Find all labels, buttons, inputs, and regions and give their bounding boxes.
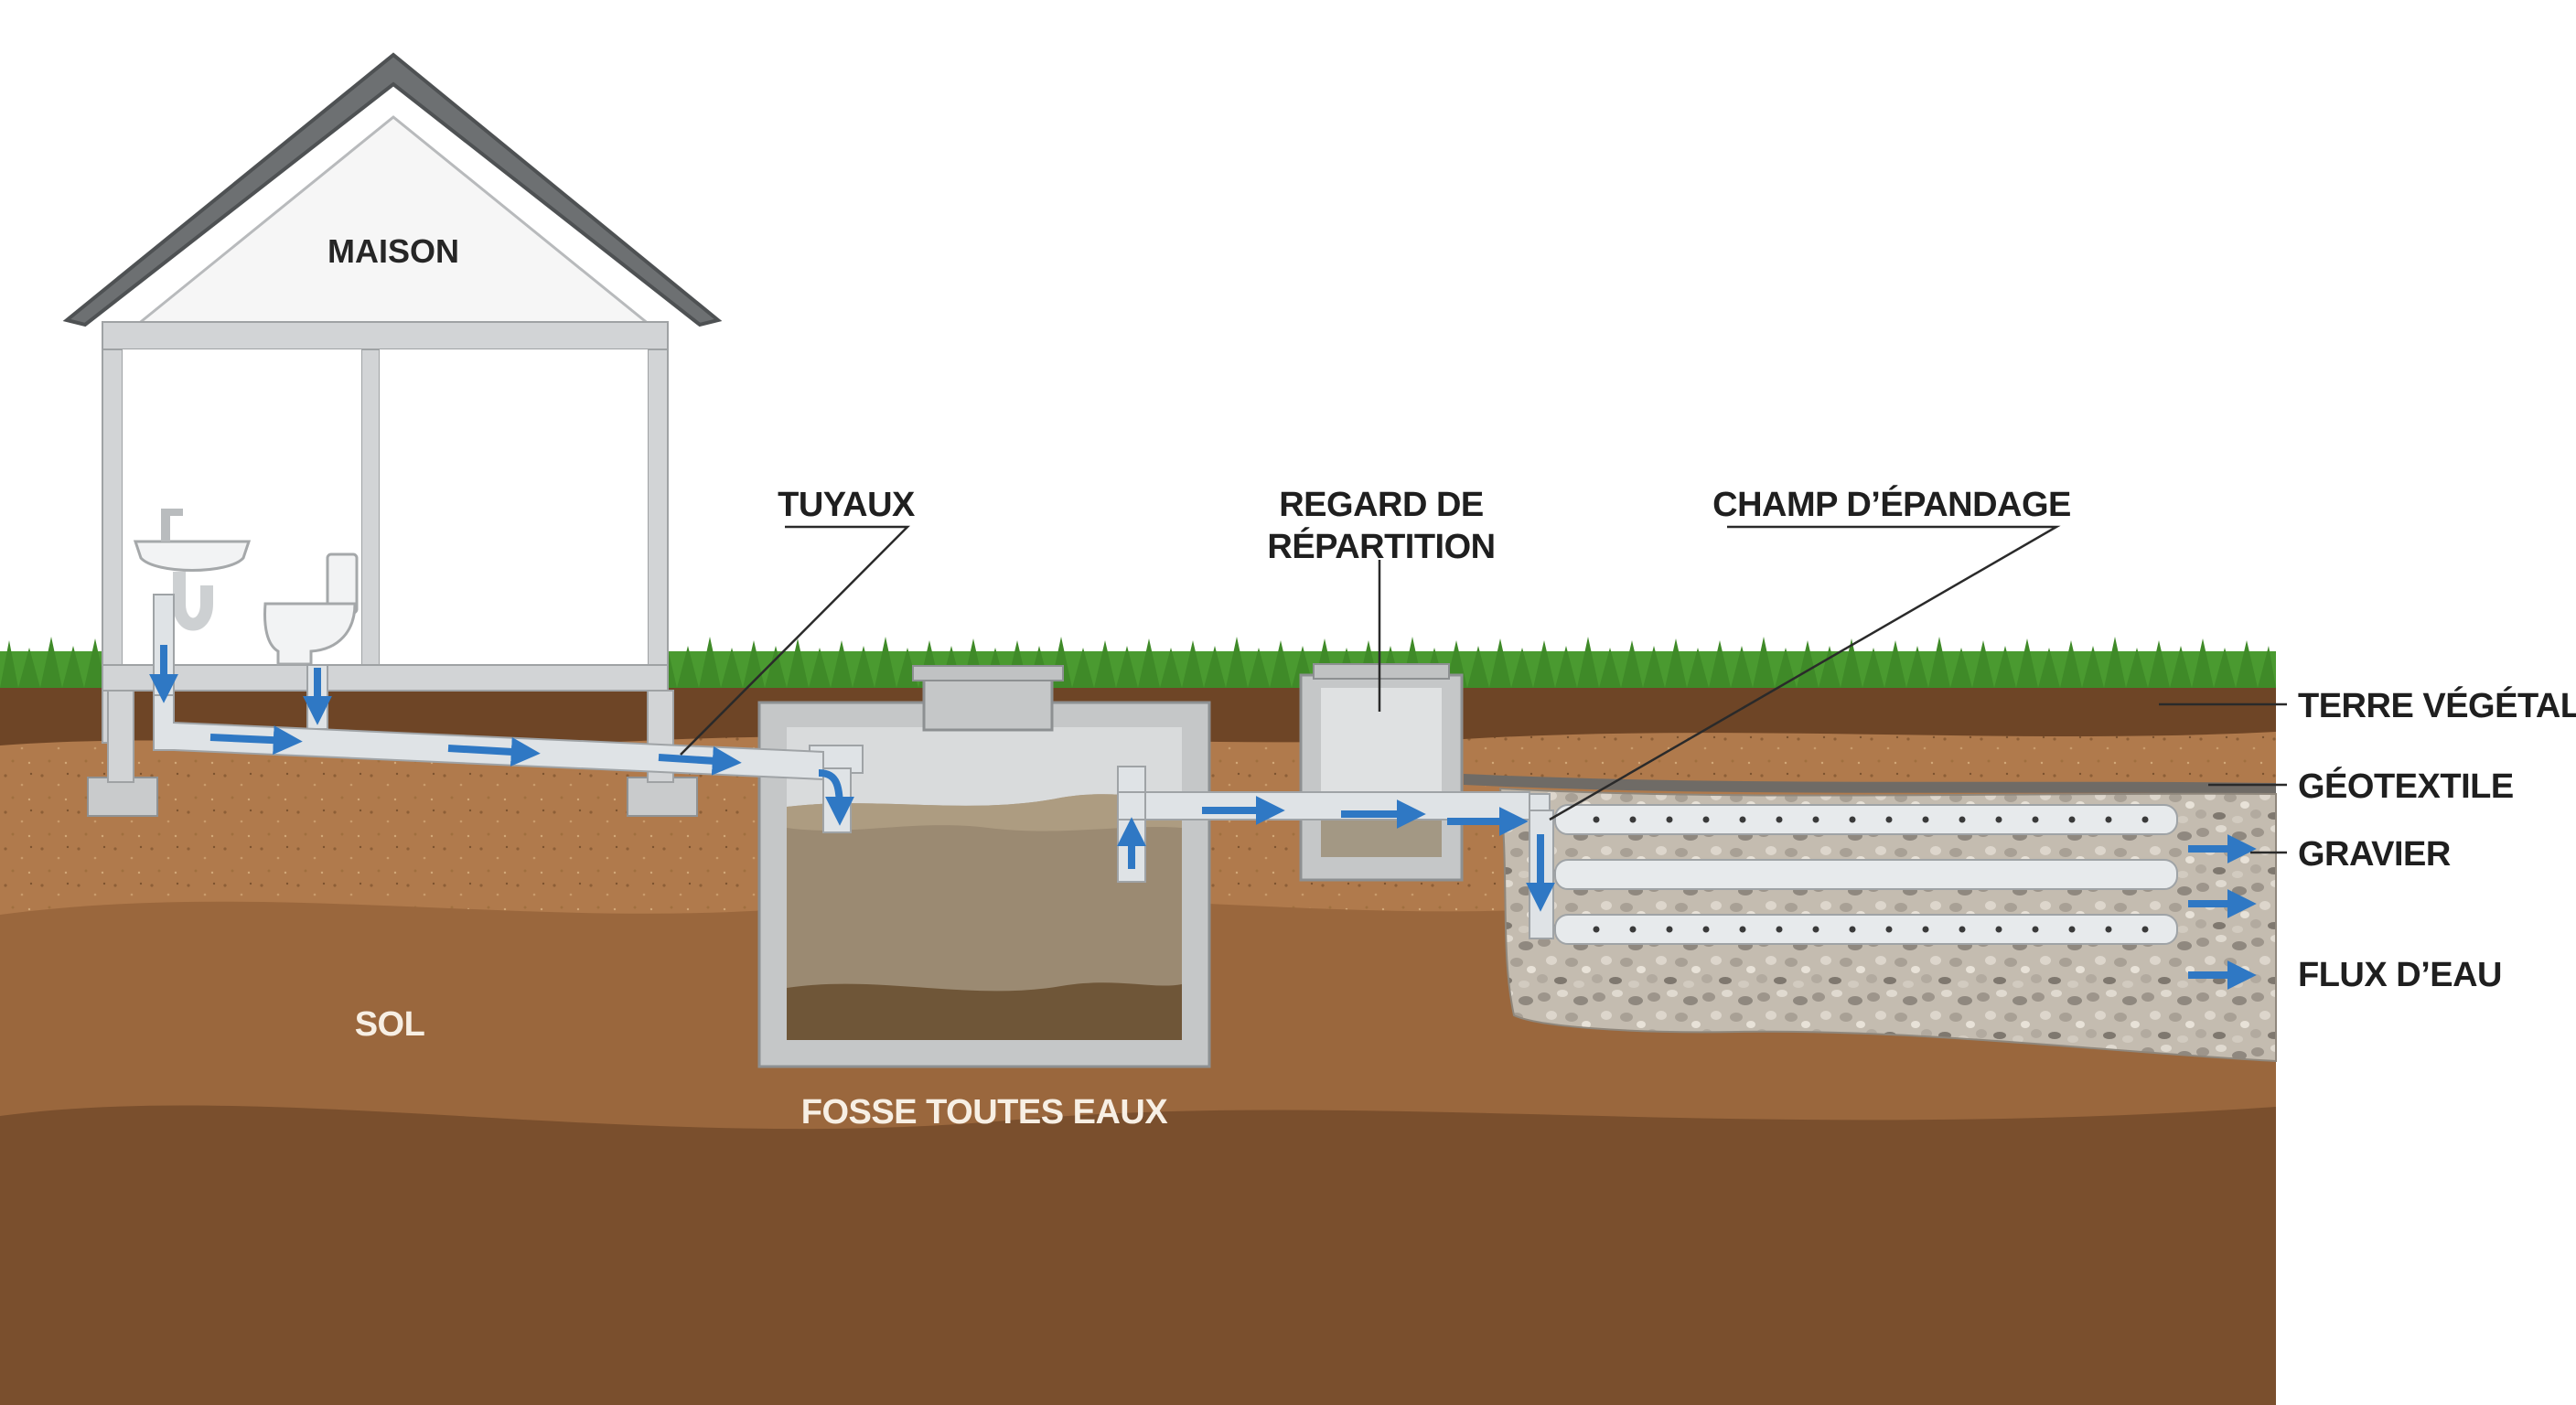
tank-sludge bbox=[787, 982, 1182, 1040]
flow-arrow-icon bbox=[209, 725, 303, 756]
flow-arrows bbox=[149, 645, 2257, 990]
label-regard-line1: REGARD DE bbox=[1279, 486, 1484, 524]
tank-access-riser bbox=[922, 675, 1054, 732]
flow-arrow-icon bbox=[447, 736, 541, 767]
distribution-box bbox=[1299, 663, 1464, 882]
label-terre-vegetale: TERRE VÉGÉTALE bbox=[2298, 685, 2576, 725]
label-gravier: GRAVIER bbox=[2298, 835, 2451, 874]
lateral-pipe-3 bbox=[1554, 914, 2178, 945]
pipe-perforations bbox=[1593, 816, 2149, 933]
leader-champ bbox=[1549, 525, 2061, 821]
septic-tank bbox=[757, 665, 1357, 1068]
leader-lines bbox=[680, 525, 2287, 854]
lateral-pipe-1 bbox=[1554, 804, 2178, 835]
footing-left bbox=[87, 777, 158, 817]
deep-soil-layer bbox=[0, 1105, 2276, 1405]
label-sol: SOL bbox=[355, 1005, 425, 1044]
lateral-pipe-2 bbox=[1554, 859, 2178, 890]
tank-liquid bbox=[787, 794, 1182, 1040]
label-regard-line2: RÉPARTITION bbox=[1267, 526, 1495, 566]
house-label: MAISON bbox=[327, 232, 459, 270]
labels: TUYAUX REGARD DE RÉPARTITION CHAMP D’ÉPA… bbox=[355, 484, 2576, 1132]
flow-arrow-icon bbox=[658, 745, 742, 776]
footing-right bbox=[627, 777, 698, 817]
label-tuyaux: TUYAUX bbox=[778, 486, 916, 524]
label-geotextile: GÉOTEXTILE bbox=[2298, 766, 2514, 806]
leader-tuyaux bbox=[680, 525, 911, 756]
lateral-pipes bbox=[1529, 804, 2178, 945]
flow-arrow-icon bbox=[818, 769, 854, 826]
house-roof bbox=[62, 52, 723, 327]
geotextile-layer bbox=[1464, 774, 2276, 794]
label-champ: CHAMP D’ÉPANDAGE bbox=[1712, 484, 2071, 524]
label-flux: FLUX D’EAU bbox=[2298, 956, 2502, 994]
house: MAISON bbox=[62, 52, 723, 817]
label-fosse: FOSSE TOUTES EAUX bbox=[801, 1093, 1169, 1132]
